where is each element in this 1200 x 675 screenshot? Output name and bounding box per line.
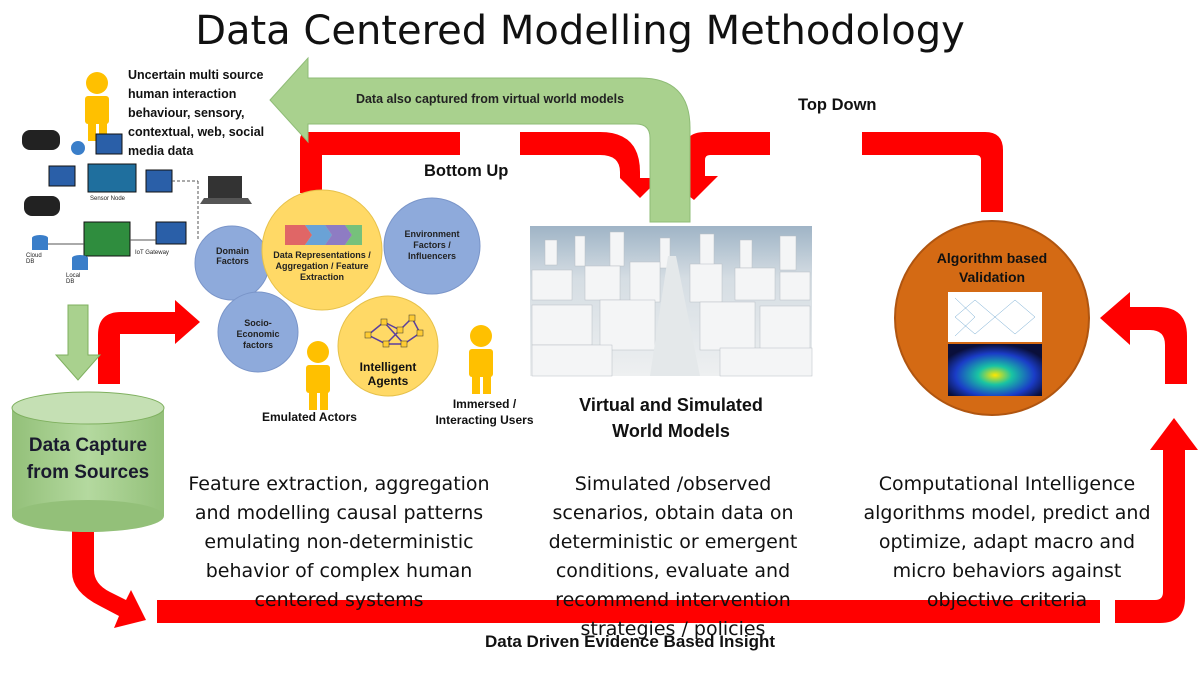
- cloud-db-label: Cloud DB: [26, 253, 42, 265]
- iot-gateway-board-icon: [83, 221, 131, 257]
- domain-label: Domain Factors: [215, 246, 249, 266]
- agents-label: Intelligent Agents: [359, 360, 417, 388]
- heatmap-image: [948, 344, 1042, 396]
- validation-label: Algorithm based Validation: [936, 250, 1048, 285]
- insight-label: Data Driven Evidence Based Insight: [484, 632, 776, 651]
- data-rep-circle: [261, 189, 383, 311]
- top-down-arrow: [664, 132, 1003, 212]
- bottom-up-arrow: [300, 132, 660, 198]
- environment-circle: [383, 197, 481, 295]
- bottom-up-label: Bottom Up: [424, 162, 509, 180]
- feature-description: Feature extraction, aggregation and mode…: [188, 473, 490, 611]
- top-down-label: Top Down: [798, 96, 877, 114]
- vr-headset-icon: [24, 196, 60, 216]
- sensor-icon: [71, 141, 85, 155]
- immersed-user-person-icon: [469, 325, 493, 394]
- validation-feedback-arrow: [1100, 292, 1187, 384]
- data-capture-label: Data Capture from Sources: [26, 435, 150, 483]
- wifi-module-icon: [155, 221, 187, 245]
- source-person-icon: [85, 72, 109, 141]
- capture-to-circles-arrow: [98, 300, 200, 384]
- page-title: Data Centered Modelling Methodology: [195, 8, 965, 54]
- insight-arrow: [72, 418, 1198, 628]
- down-arrow: [54, 304, 102, 381]
- socio-label: Socio-Economic factors: [236, 318, 280, 350]
- city-model-image: [530, 226, 813, 377]
- sensor-node-label: Sensor Node: [90, 196, 126, 202]
- iot-gateway-label: IoT Gateway: [135, 250, 169, 256]
- vr-headset-icon: [22, 130, 60, 150]
- laptop-icon: [208, 176, 242, 198]
- neural-network-image: [948, 292, 1042, 342]
- virtual-capture-label: Data also captured from virtual world mo…: [355, 92, 625, 106]
- sensor-board-icon: [145, 169, 173, 193]
- process-chevron-strip: [285, 225, 362, 245]
- local-db-label: Local DB: [66, 273, 81, 285]
- data-rep-label: Data Representations / Aggregation / Fea…: [273, 250, 371, 282]
- sensor-board-icon: [48, 165, 76, 187]
- virtual-world-label: Virtual and Simulated World Models: [579, 395, 763, 441]
- emulated-actors-label: Emulated Actors: [262, 410, 357, 424]
- computational-description: Computational Intelligence algorithms mo…: [863, 473, 1151, 611]
- simulated-description: Simulated /observed scenarios, obtain da…: [548, 473, 798, 640]
- sensor-board-icon: [95, 133, 123, 155]
- virtual-capture-arrow: [269, 56, 691, 223]
- immersed-users-label: Immersed / Interacting Users: [435, 397, 534, 427]
- data-capture-cylinder: [11, 391, 165, 532]
- source-description: Uncertain multi source human interaction…: [128, 68, 265, 158]
- emulated-actor-person-icon: [306, 341, 330, 410]
- environment-label: Environment Factors / Influencers: [404, 229, 460, 261]
- socio-circle: [217, 291, 299, 373]
- iot-devices: [22, 130, 252, 270]
- sensor-node-board-icon: [87, 163, 137, 193]
